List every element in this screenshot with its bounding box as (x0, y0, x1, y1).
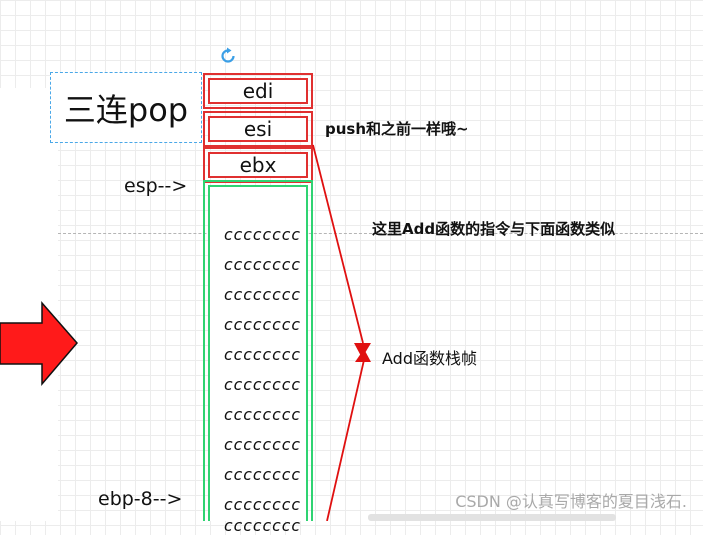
stack-cell: cccccccc (223, 465, 301, 484)
stack-cell: cccccccc (223, 405, 301, 424)
horizontal-scrollbar[interactable] (368, 514, 616, 521)
stack-cell: cccccccc (223, 285, 301, 304)
stack-cell: cccccccc (223, 495, 301, 514)
register-esi-label: esi (208, 116, 308, 142)
register-ebx-slot: ebx (203, 147, 313, 183)
instruction-note: 这里Add函数的指令与下面函数类似 (372, 220, 616, 238)
ebp-minus-8-pointer-label: ebp-8--> (98, 488, 183, 510)
triple-pop-label-box: 三连pop (50, 72, 202, 143)
bracket-arrow-bottom (326, 359, 365, 521)
triple-pop-label: 三连pop (63, 90, 189, 129)
register-edi-label: edi (208, 78, 308, 104)
register-esi-slot: esi (203, 111, 313, 147)
arrowhead-icon (354, 343, 371, 362)
left-panel-background (0, 88, 58, 521)
rotate-icon[interactable] (219, 47, 237, 65)
register-edi-slot: edi (203, 73, 313, 109)
stack-frame-inner: cccccccc cccccccc cccccccc cccccccc cccc… (208, 185, 308, 535)
stack-cell: cccccccc (223, 375, 301, 394)
csdn-watermark: CSDN @认真写博客的夏目浅石. (455, 492, 687, 511)
arrows-overlay (0, 144, 371, 521)
stack-cell: cccccccc (223, 315, 301, 334)
stack-cell: cccccccc (223, 435, 301, 454)
stack-cell: cccccccc (223, 225, 301, 244)
add-stack-frame: cccccccc cccccccc cccccccc cccccccc cccc… (203, 180, 313, 535)
stack-cell: cccccccc (223, 345, 301, 364)
esp-pointer-label: esp--> (124, 175, 188, 197)
push-note: push和之前一样哦~ (325, 120, 469, 138)
dashed-divider-line (58, 233, 703, 234)
add-frame-label: Add函数栈帧 (382, 349, 477, 368)
big-right-arrow (0, 301, 78, 387)
register-ebx-label: ebx (208, 152, 308, 178)
stack-cell: cccccccc (223, 255, 301, 274)
bracket-arrow-top (312, 144, 364, 344)
